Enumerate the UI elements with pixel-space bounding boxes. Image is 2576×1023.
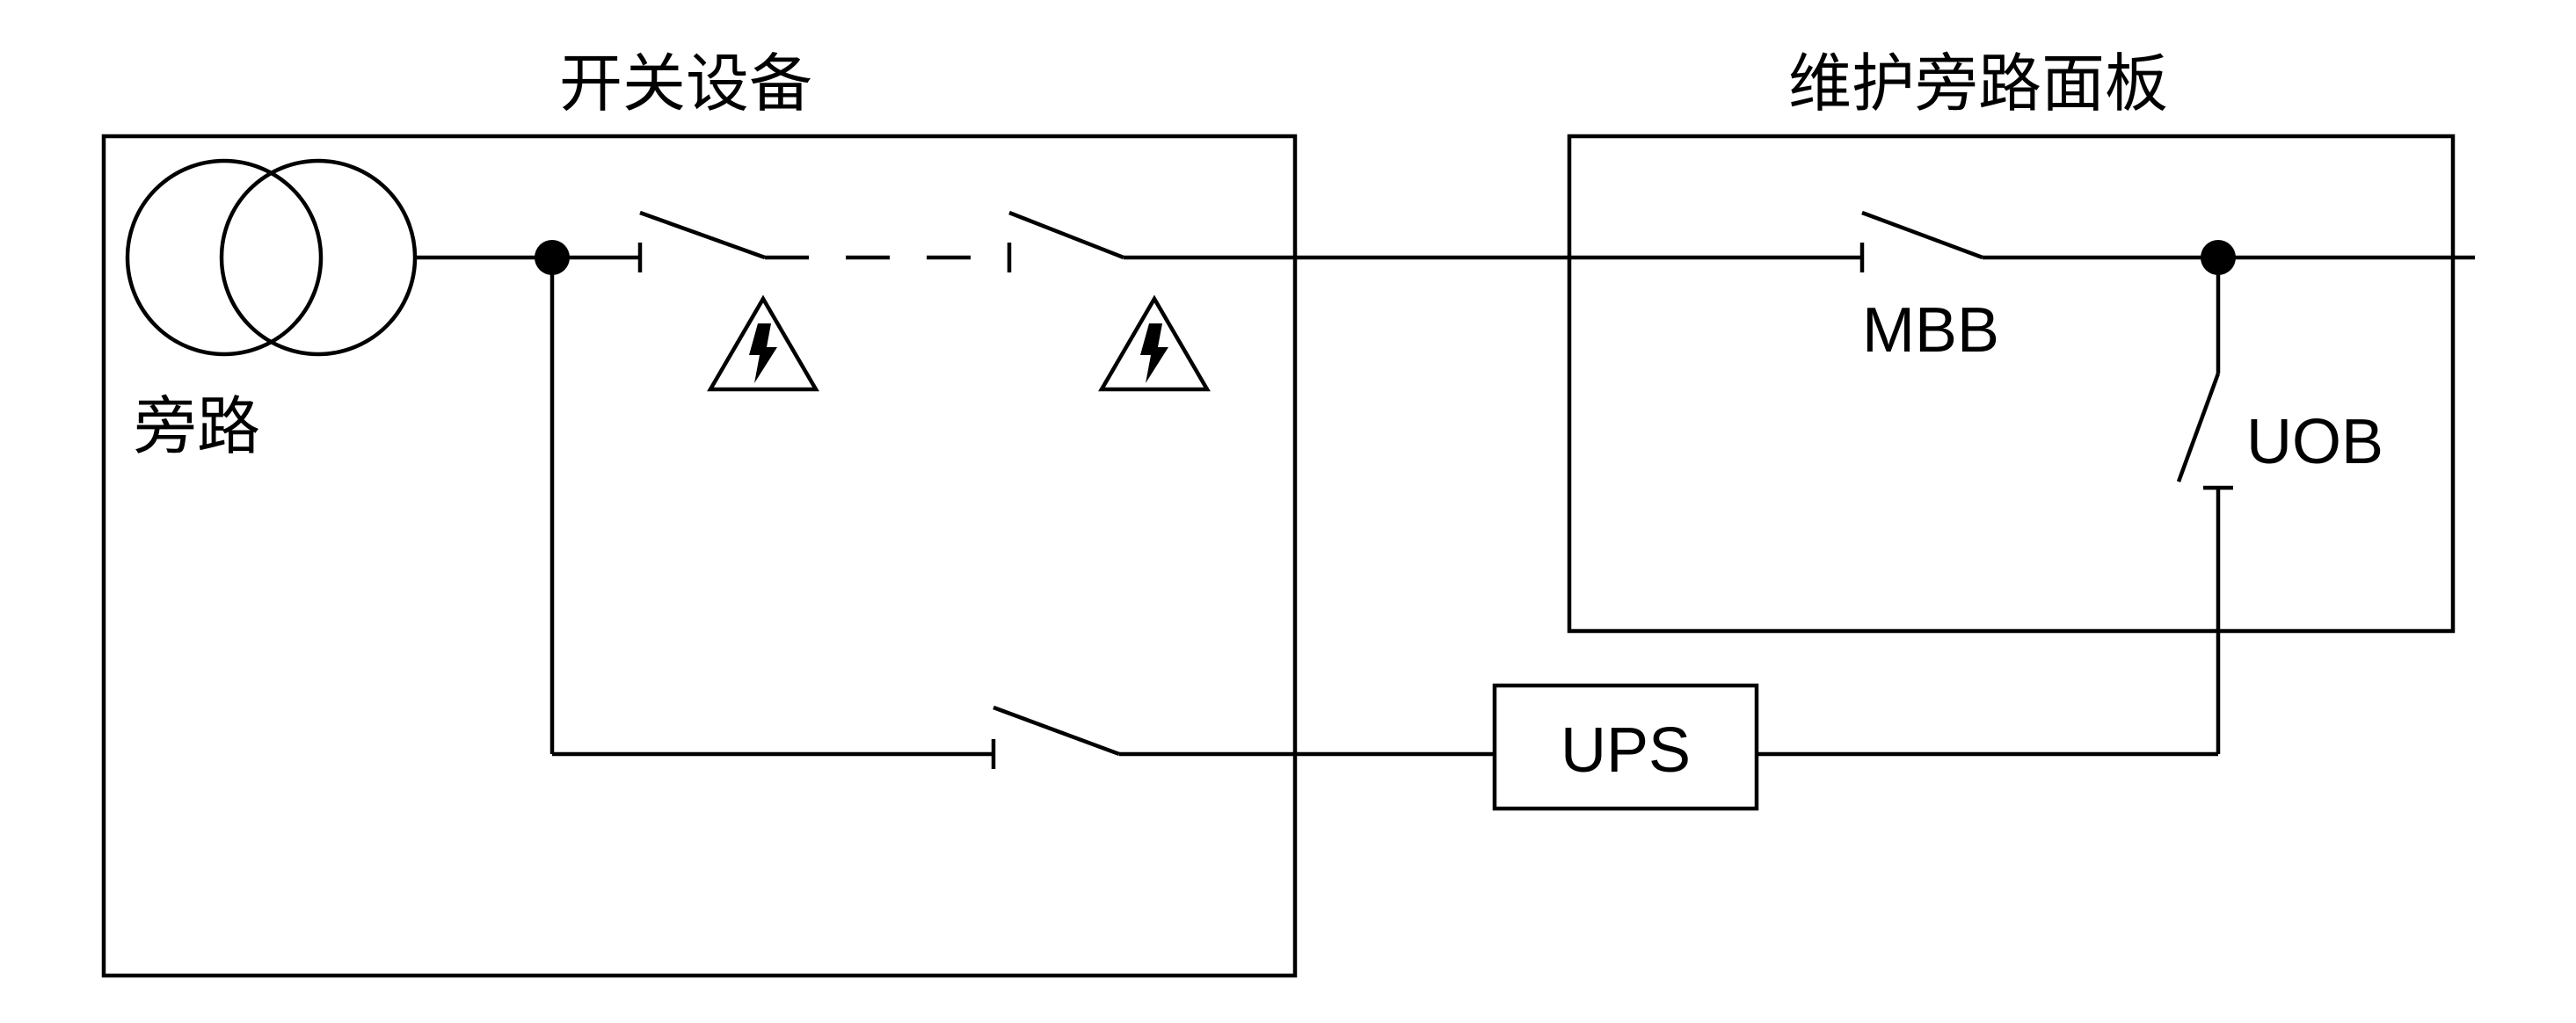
mbb-label: MBB xyxy=(1862,295,1999,366)
transformer-icon xyxy=(125,158,418,357)
ups-label: UPS xyxy=(1561,715,1691,786)
ups-input-switch xyxy=(991,705,1120,769)
uob-label: UOB xyxy=(2246,407,2383,477)
bypass-switch-2 xyxy=(1007,210,1124,272)
switchgear-title: 开关设备 xyxy=(559,47,812,120)
bypass-switch-1 xyxy=(637,210,766,272)
mbb-switch xyxy=(1859,210,1983,272)
warning-high-voltage-icon xyxy=(707,294,819,392)
maintenance-panel-enclosure xyxy=(1567,134,2456,634)
ups-box xyxy=(1492,683,1759,811)
maintenance-panel-title: 维护旁路面板 xyxy=(1788,47,2168,120)
warning-high-voltage-icon xyxy=(1098,294,1211,392)
uob-switch xyxy=(2176,258,2233,490)
switchgear-enclosure xyxy=(101,134,1298,978)
bypass-label: 旁路 xyxy=(134,389,260,463)
